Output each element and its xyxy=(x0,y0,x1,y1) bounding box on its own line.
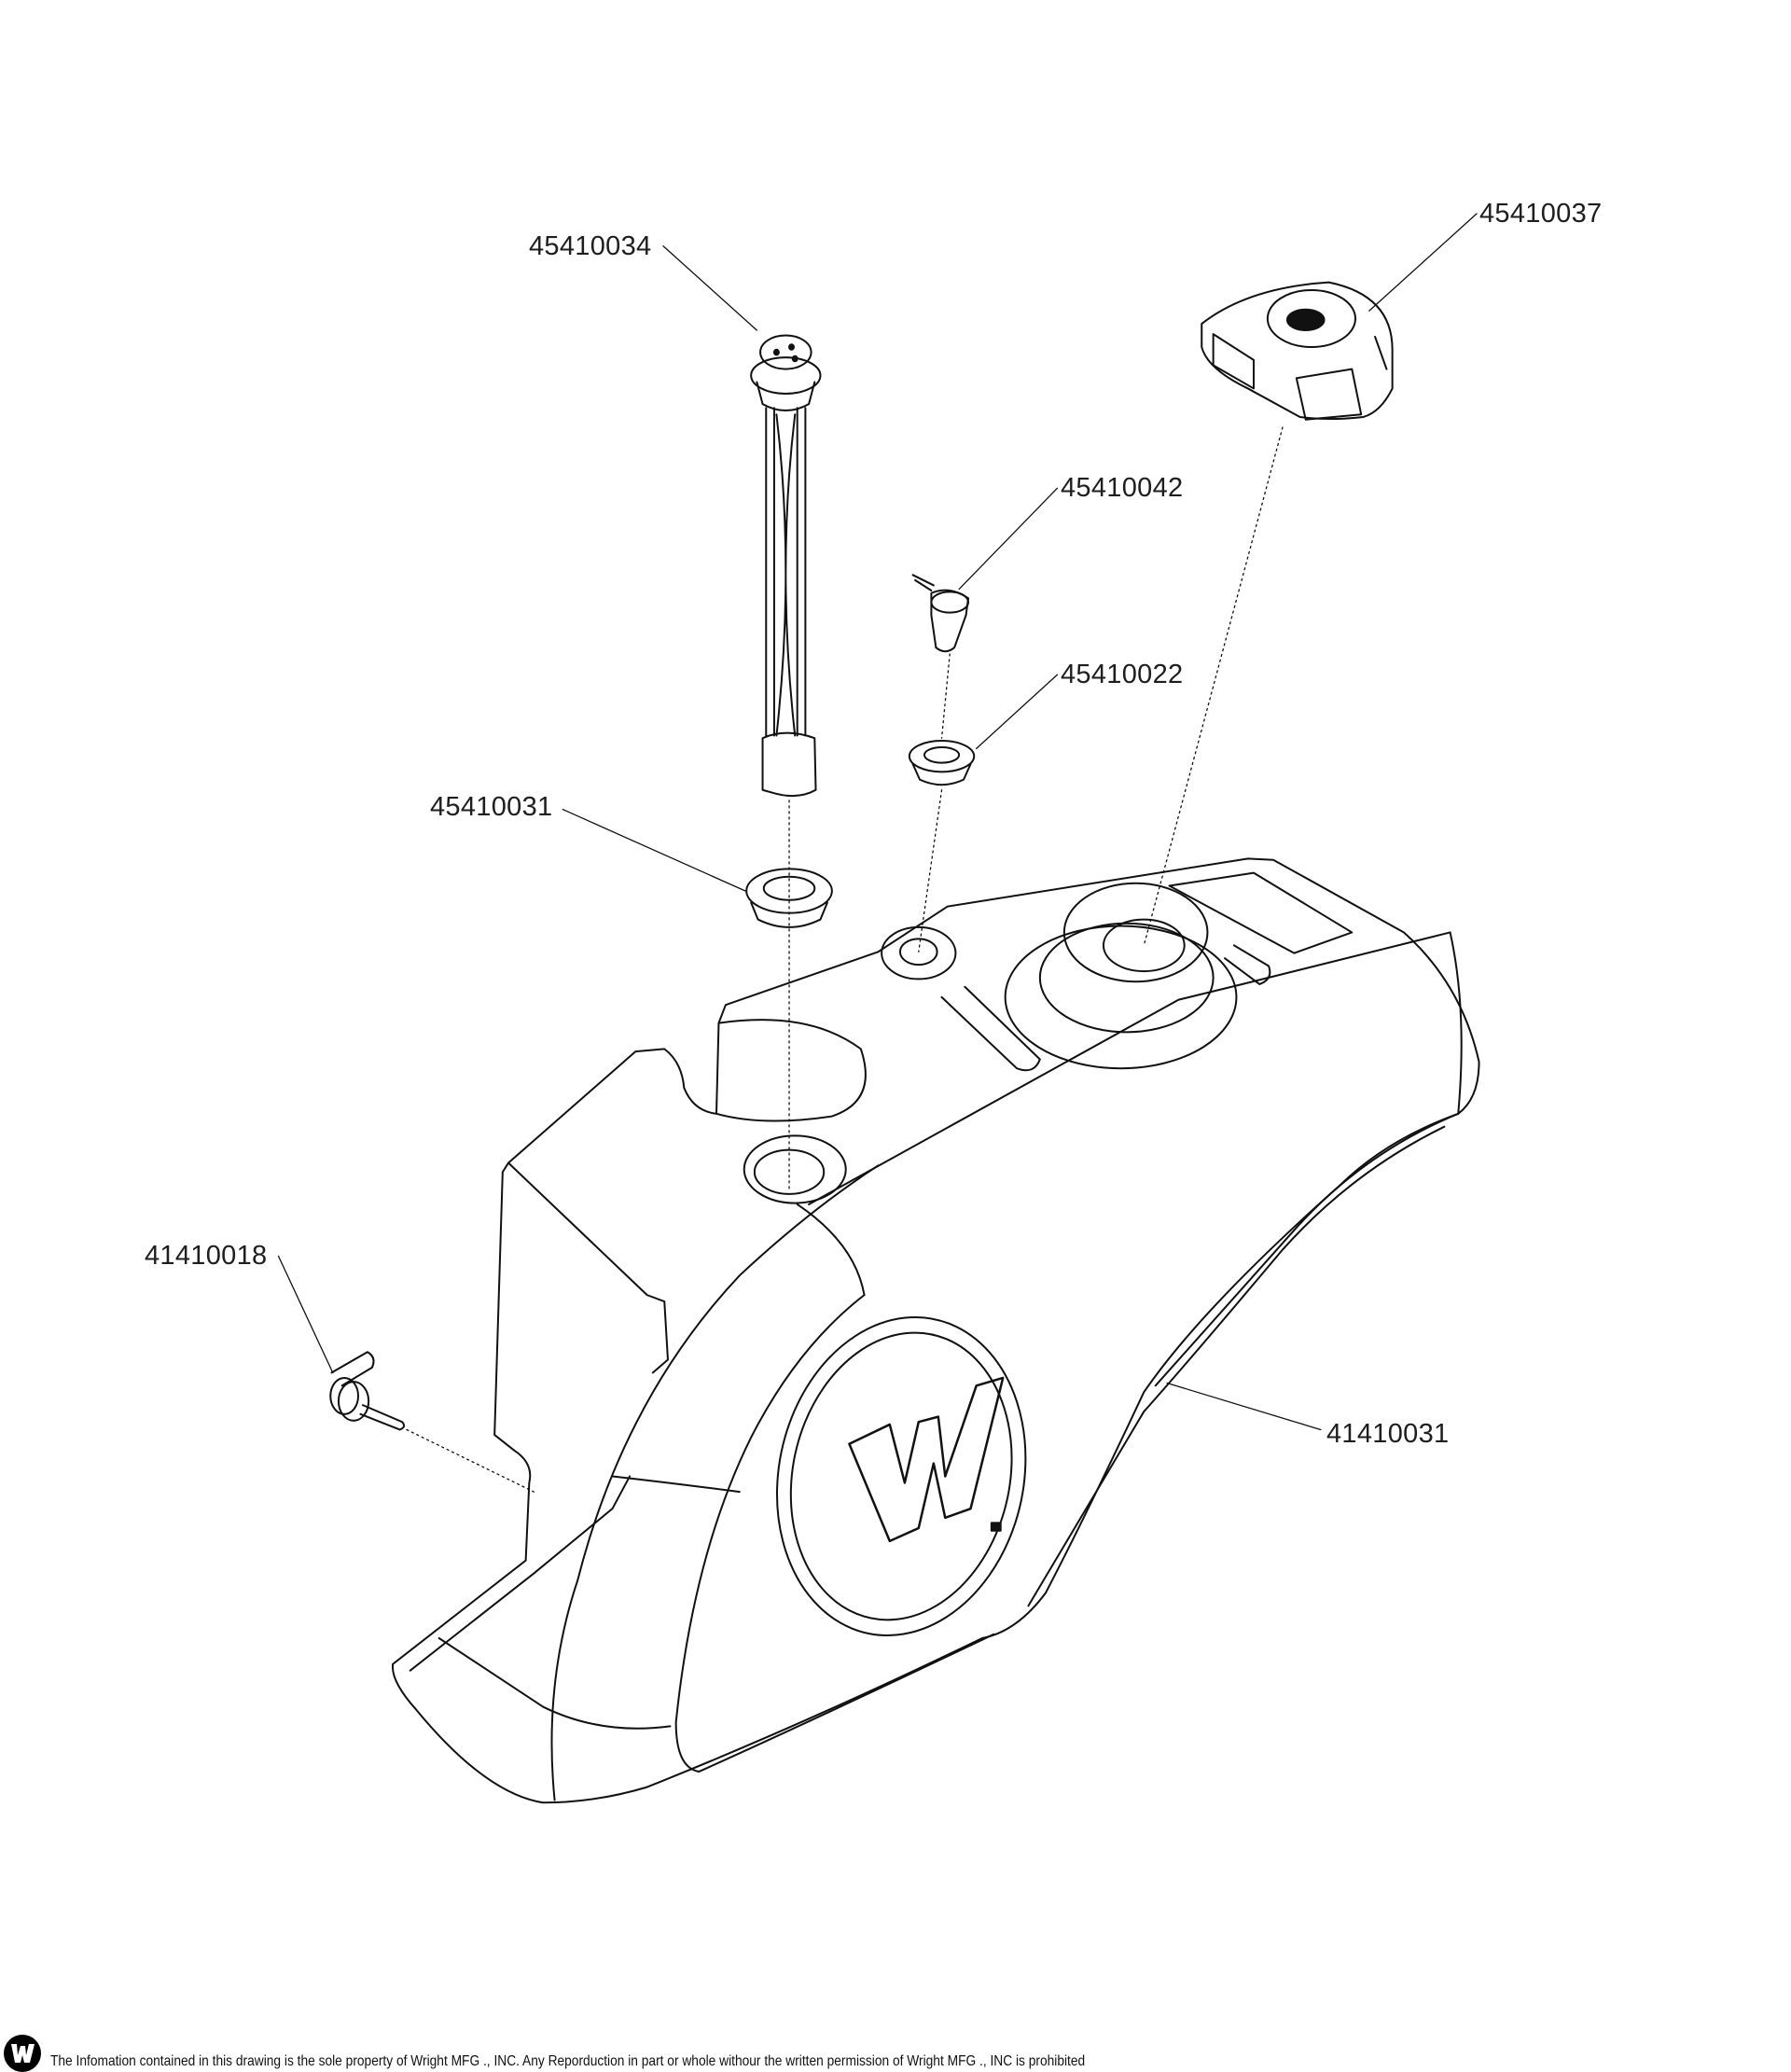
tank-right-crease xyxy=(1451,932,1462,1113)
callout-45410037: 45410037 xyxy=(1479,199,1603,229)
filler-slot-left xyxy=(942,987,1040,1070)
leader-lines xyxy=(279,214,1478,1429)
leader-45410034 xyxy=(663,246,757,330)
callout-45410034: 45410034 xyxy=(529,231,652,261)
sender-float xyxy=(763,733,816,796)
logo-badge-inner xyxy=(756,1298,1047,1655)
sender-port xyxy=(744,1135,846,1203)
fuel-tank xyxy=(393,858,1479,1802)
vent-port-inner xyxy=(900,939,937,965)
tank-lower-body xyxy=(676,1295,865,1772)
cap-emblem xyxy=(1268,290,1355,347)
leader-41410018 xyxy=(279,1256,333,1372)
callout-45410022: 45410022 xyxy=(1061,660,1184,689)
logo-w-icon xyxy=(849,1378,1003,1541)
tank-right-flank-inner xyxy=(1028,1127,1444,1606)
tank-right-flank xyxy=(1156,1114,1459,1386)
tank-belly-line xyxy=(699,1634,993,1772)
callout-45410031: 45410031 xyxy=(430,792,553,822)
top-pad xyxy=(1170,873,1353,953)
tank-top-edge xyxy=(508,1163,668,1373)
sender-port-inner xyxy=(755,1150,824,1194)
filler-neck-ring xyxy=(1040,924,1214,1033)
sender-well xyxy=(716,1020,866,1120)
fuel-cap xyxy=(1201,283,1392,420)
logo-badge-outer xyxy=(738,1278,1064,1676)
tank-side-crease xyxy=(551,1165,878,1800)
fuel-sender xyxy=(751,336,820,797)
trademark-mark xyxy=(992,1523,1001,1530)
filler-slot-right xyxy=(1225,945,1270,984)
tank-front-face-edge xyxy=(410,1476,630,1670)
callout-41410031: 41410031 xyxy=(1326,1419,1450,1449)
filler-neck-opening xyxy=(1104,920,1185,972)
tank-mid-arc xyxy=(798,1204,865,1295)
leader-45410037 xyxy=(1369,214,1477,311)
footer: The Infomation contained in this drawing… xyxy=(0,2031,1791,2072)
callout-45410042: 45410042 xyxy=(1061,473,1184,503)
vent-port xyxy=(882,927,955,980)
shutoff-valve xyxy=(330,1352,404,1429)
leader-41410031 xyxy=(1167,1384,1321,1430)
tank-outline xyxy=(393,858,1479,1802)
leader-45410031 xyxy=(562,810,745,891)
proprietary-notice: The Infomation contained in this drawing… xyxy=(50,2053,1086,2069)
tank-front-arc xyxy=(613,1476,740,1492)
leader-45410042 xyxy=(959,488,1057,589)
filler-neck-top xyxy=(1064,883,1208,981)
assembly-paths xyxy=(407,427,1283,1492)
tank-lower-crease xyxy=(439,1638,671,1729)
callout-41410018: 41410018 xyxy=(145,1241,268,1271)
filler-neck-base xyxy=(1006,926,1237,1069)
vent-valve xyxy=(913,575,968,651)
leader-45410022 xyxy=(977,674,1058,748)
vent-grommet xyxy=(909,741,974,785)
wright-w-logo-icon xyxy=(4,2035,41,2072)
